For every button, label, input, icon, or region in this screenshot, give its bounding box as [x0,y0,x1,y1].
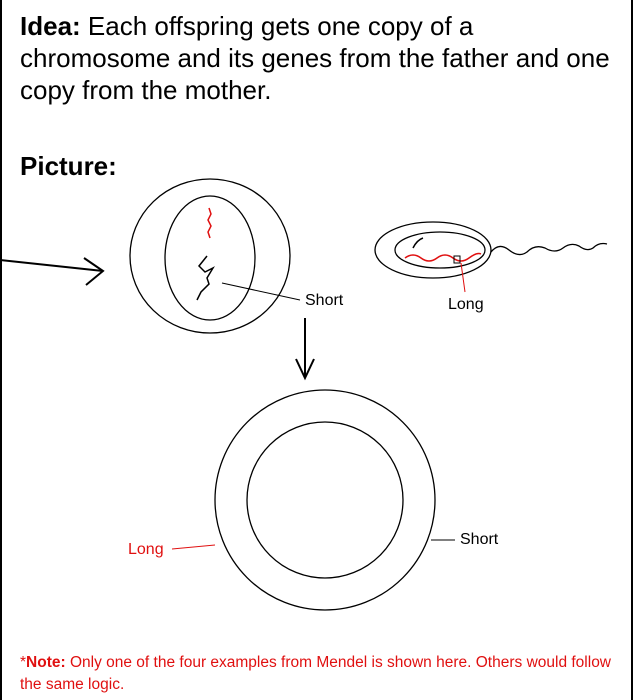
mother-cell-outer [130,179,290,333]
offspring-cell-outer [215,390,435,610]
mother-red-chromosome [208,208,211,238]
offspring-long-leader [172,545,215,549]
mother-short-leader [222,283,300,300]
father-cell-nucleus [395,232,485,268]
father-long-label: Long [448,296,484,314]
mother-short-label: Short [305,292,343,310]
note-label: Note: [26,654,66,671]
incoming-arrow [0,258,103,285]
footnote: *Note: Only one of the four examples fro… [20,652,620,696]
father-cell [375,222,607,292]
offspring-short-label: Short [460,531,498,549]
offspring-cell [172,390,455,610]
father-black-chromosome [413,238,423,248]
father-red-chromosome [405,254,481,262]
mother-black-chromosome [197,256,213,300]
down-arrow [296,318,314,378]
father-long-leader [461,263,465,292]
mother-cell [130,179,300,333]
note-text: Only one of the four examples from Mende… [20,654,611,693]
father-cell-outer [375,222,491,278]
offspring-cell-nucleus [247,422,403,578]
offspring-long-label: Long [128,541,164,559]
sperm-tail [491,244,607,255]
